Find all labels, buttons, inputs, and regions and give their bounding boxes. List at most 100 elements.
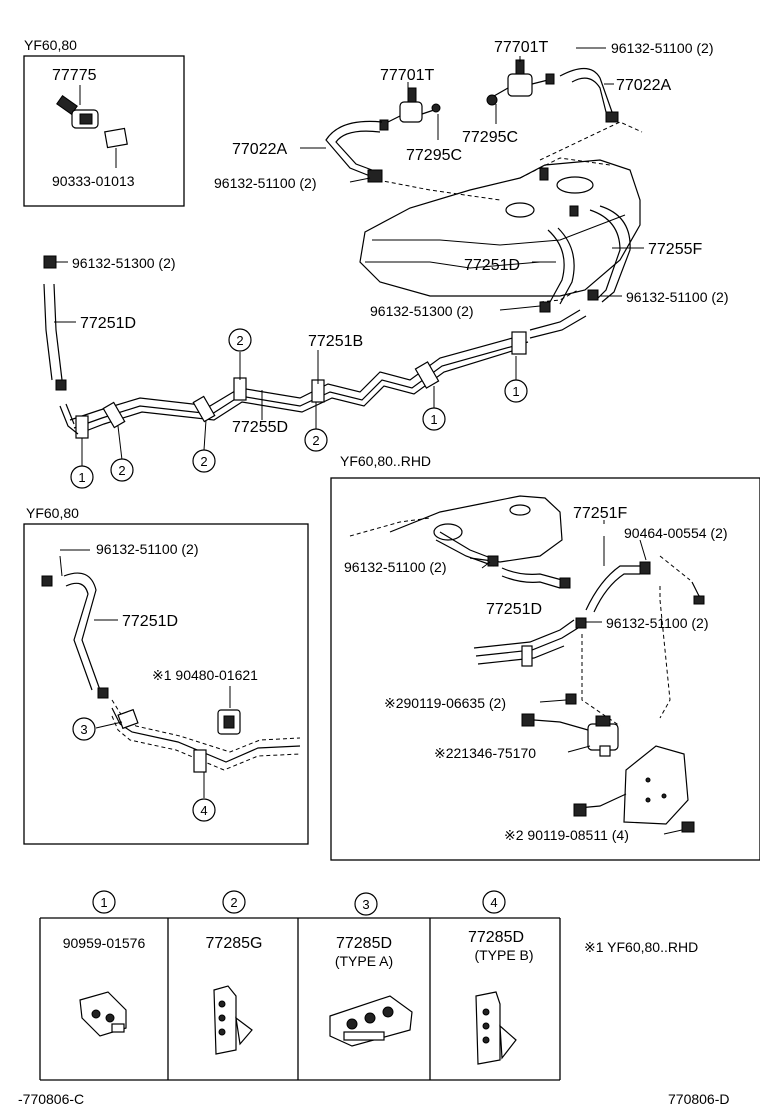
hose-77022a-right (559, 67, 613, 113)
hose-77022a-left (325, 120, 383, 177)
clip-on-tube-1c (75, 415, 89, 439)
svg-text:2: 2 (118, 463, 125, 478)
inset-yf60-80-bottom: YF60,80 96132-51100 (2) 77251D ※1 90480-… (23, 505, 309, 845)
hose-77251d-rhd (501, 567, 563, 581)
screw-icon-rhd-2 (681, 821, 695, 833)
tank-port-icon (505, 202, 535, 218)
label-96132-51100-bl: 96132-51100 (2) (96, 541, 198, 557)
label-21346-75170: ※221346-75170 (434, 745, 536, 761)
clip-type-b-bl (193, 749, 207, 773)
label-90119-08511: ※2 90119-08511 (4) (504, 827, 629, 843)
label-77295c-right: 77295C (462, 129, 518, 146)
check-valve-icon (56, 95, 99, 129)
legend-col-1: 1 90959-01576 (63, 890, 146, 1037)
dash-link-1 (377, 179, 501, 201)
svg-text:4: 4 (200, 803, 207, 818)
label-96132-51100-rhd-right: 96132-51100 (2) (606, 615, 708, 631)
svg-text:1: 1 (100, 895, 107, 910)
legend-part-4: 77285D (468, 929, 524, 946)
hose-clamp-right (605, 111, 619, 123)
callout-2-a: 2 (228, 328, 252, 352)
label-90464-00554: 90464-00554 (2) (624, 525, 728, 541)
inset-bottom-model-label: YF60,80 (26, 505, 79, 521)
svg-text:3: 3 (362, 897, 369, 912)
hose-77255f (589, 209, 621, 301)
svg-text:1: 1 (78, 470, 85, 485)
legend-part-3: 77285D (336, 935, 392, 952)
hose-clamp-left (367, 169, 383, 183)
svg-text:4: 4 (490, 895, 497, 910)
inset-rhd-frame (330, 477, 760, 861)
label-plate-icon (104, 127, 128, 149)
legend-col-2: 2 77285G (206, 890, 263, 1055)
tank-fitting-2 (569, 205, 579, 217)
svg-text:2: 2 (200, 454, 207, 469)
clip-on-tube-2d (102, 401, 126, 429)
tank-fitting (539, 167, 549, 181)
clip-on-tube-1a (511, 331, 527, 355)
clip-type-a-bl (117, 708, 139, 730)
label-77251d-rhd: 77251D (486, 601, 542, 618)
label-96132-51100-left: 96132-51100 (2) (214, 175, 316, 191)
svg-text:2: 2 (236, 333, 243, 348)
label-96132-51100-rhd-left: 96132-51100 (2) (344, 559, 446, 575)
legend-col-4: 4 77285D (TYPE B) (468, 890, 534, 1065)
callout-2-c: 2 (192, 449, 216, 473)
footer-right-code: 770806-D (668, 1091, 730, 1107)
dash-link-2 (539, 121, 643, 161)
label-77251d-bl: 77251D (122, 613, 178, 630)
fuel-tank-icon (359, 159, 641, 297)
label-96132-51300-tank: 96132-51300 (2) (370, 303, 474, 319)
label-77255d: 77255D (232, 419, 288, 436)
inset-rhd: YF60,80..RHD (330, 453, 760, 861)
label-77251d-tank: 77251D (464, 257, 520, 274)
fuel-pump-icon (521, 713, 619, 757)
hose-77251d-bl (63, 572, 101, 691)
vent-valve-mid-icon (379, 87, 441, 131)
clip-on-tube-1b (414, 361, 440, 389)
legend-part-1: 90959-01576 (63, 935, 146, 951)
label-77251b: 77251B (308, 333, 363, 350)
callout-3-bl: 3 (72, 717, 96, 741)
grommet-icon (217, 709, 241, 735)
filler-cap-icon (556, 176, 594, 194)
part-90333-label: 90333-01013 (52, 173, 135, 189)
label-96132-51300-left: 96132-51300 (2) (72, 255, 176, 271)
pump-bracket-icon (573, 745, 689, 825)
callout-1-c: 1 (70, 465, 94, 489)
svg-text:3: 3 (80, 722, 87, 737)
hose-77251f (585, 565, 640, 611)
clip-on-tube-2c (192, 395, 216, 423)
callout-2-b: 2 (304, 428, 328, 452)
label-77251f: 77251F (573, 505, 627, 522)
clamp-51300-top (43, 255, 57, 269)
callout-1-a: 1 (504, 379, 528, 403)
clamp-77255f (587, 289, 599, 301)
label-77701t-mid: 77701T (380, 67, 434, 84)
svg-text:1: 1 (512, 384, 519, 399)
hose-77251d-left (43, 283, 53, 381)
screw-icon-rhd (565, 693, 577, 705)
callout-4-bl: 4 (192, 798, 216, 822)
inset-rhd-model-label: YF60,80..RHD (340, 453, 431, 469)
clamp-icon-bl (41, 575, 53, 587)
callout-1-b: 1 (422, 407, 446, 431)
main-fuel-tank-assembly: 96132-51100 (2) 77701T 77701T 77022A 770… (43, 39, 728, 489)
callout-2-d: 2 (110, 458, 134, 482)
tank-seam (372, 214, 626, 246)
legend-type-3: (TYPE A) (335, 953, 393, 969)
label-90480-01621: ※1 90480-01621 (152, 667, 258, 683)
legend-col-3: 3 77285D (TYPE A) (329, 892, 413, 1047)
hose-77251d-tank (547, 229, 565, 303)
legend-part-2: 77285G (206, 935, 263, 952)
clip-77285d-type-a-icon (329, 995, 413, 1047)
label-77022a-right: 77022A (616, 77, 671, 94)
inset-top-frame (23, 55, 185, 207)
svg-text:2: 2 (312, 433, 319, 448)
inset-top-model-label: YF60,80 (24, 37, 77, 53)
clamp-51300-bottom (55, 379, 67, 391)
part-77775-label: 77775 (52, 67, 97, 84)
label-77251d-left: 77251D (80, 315, 136, 332)
footer-left-code: -770806-C (18, 1091, 84, 1107)
